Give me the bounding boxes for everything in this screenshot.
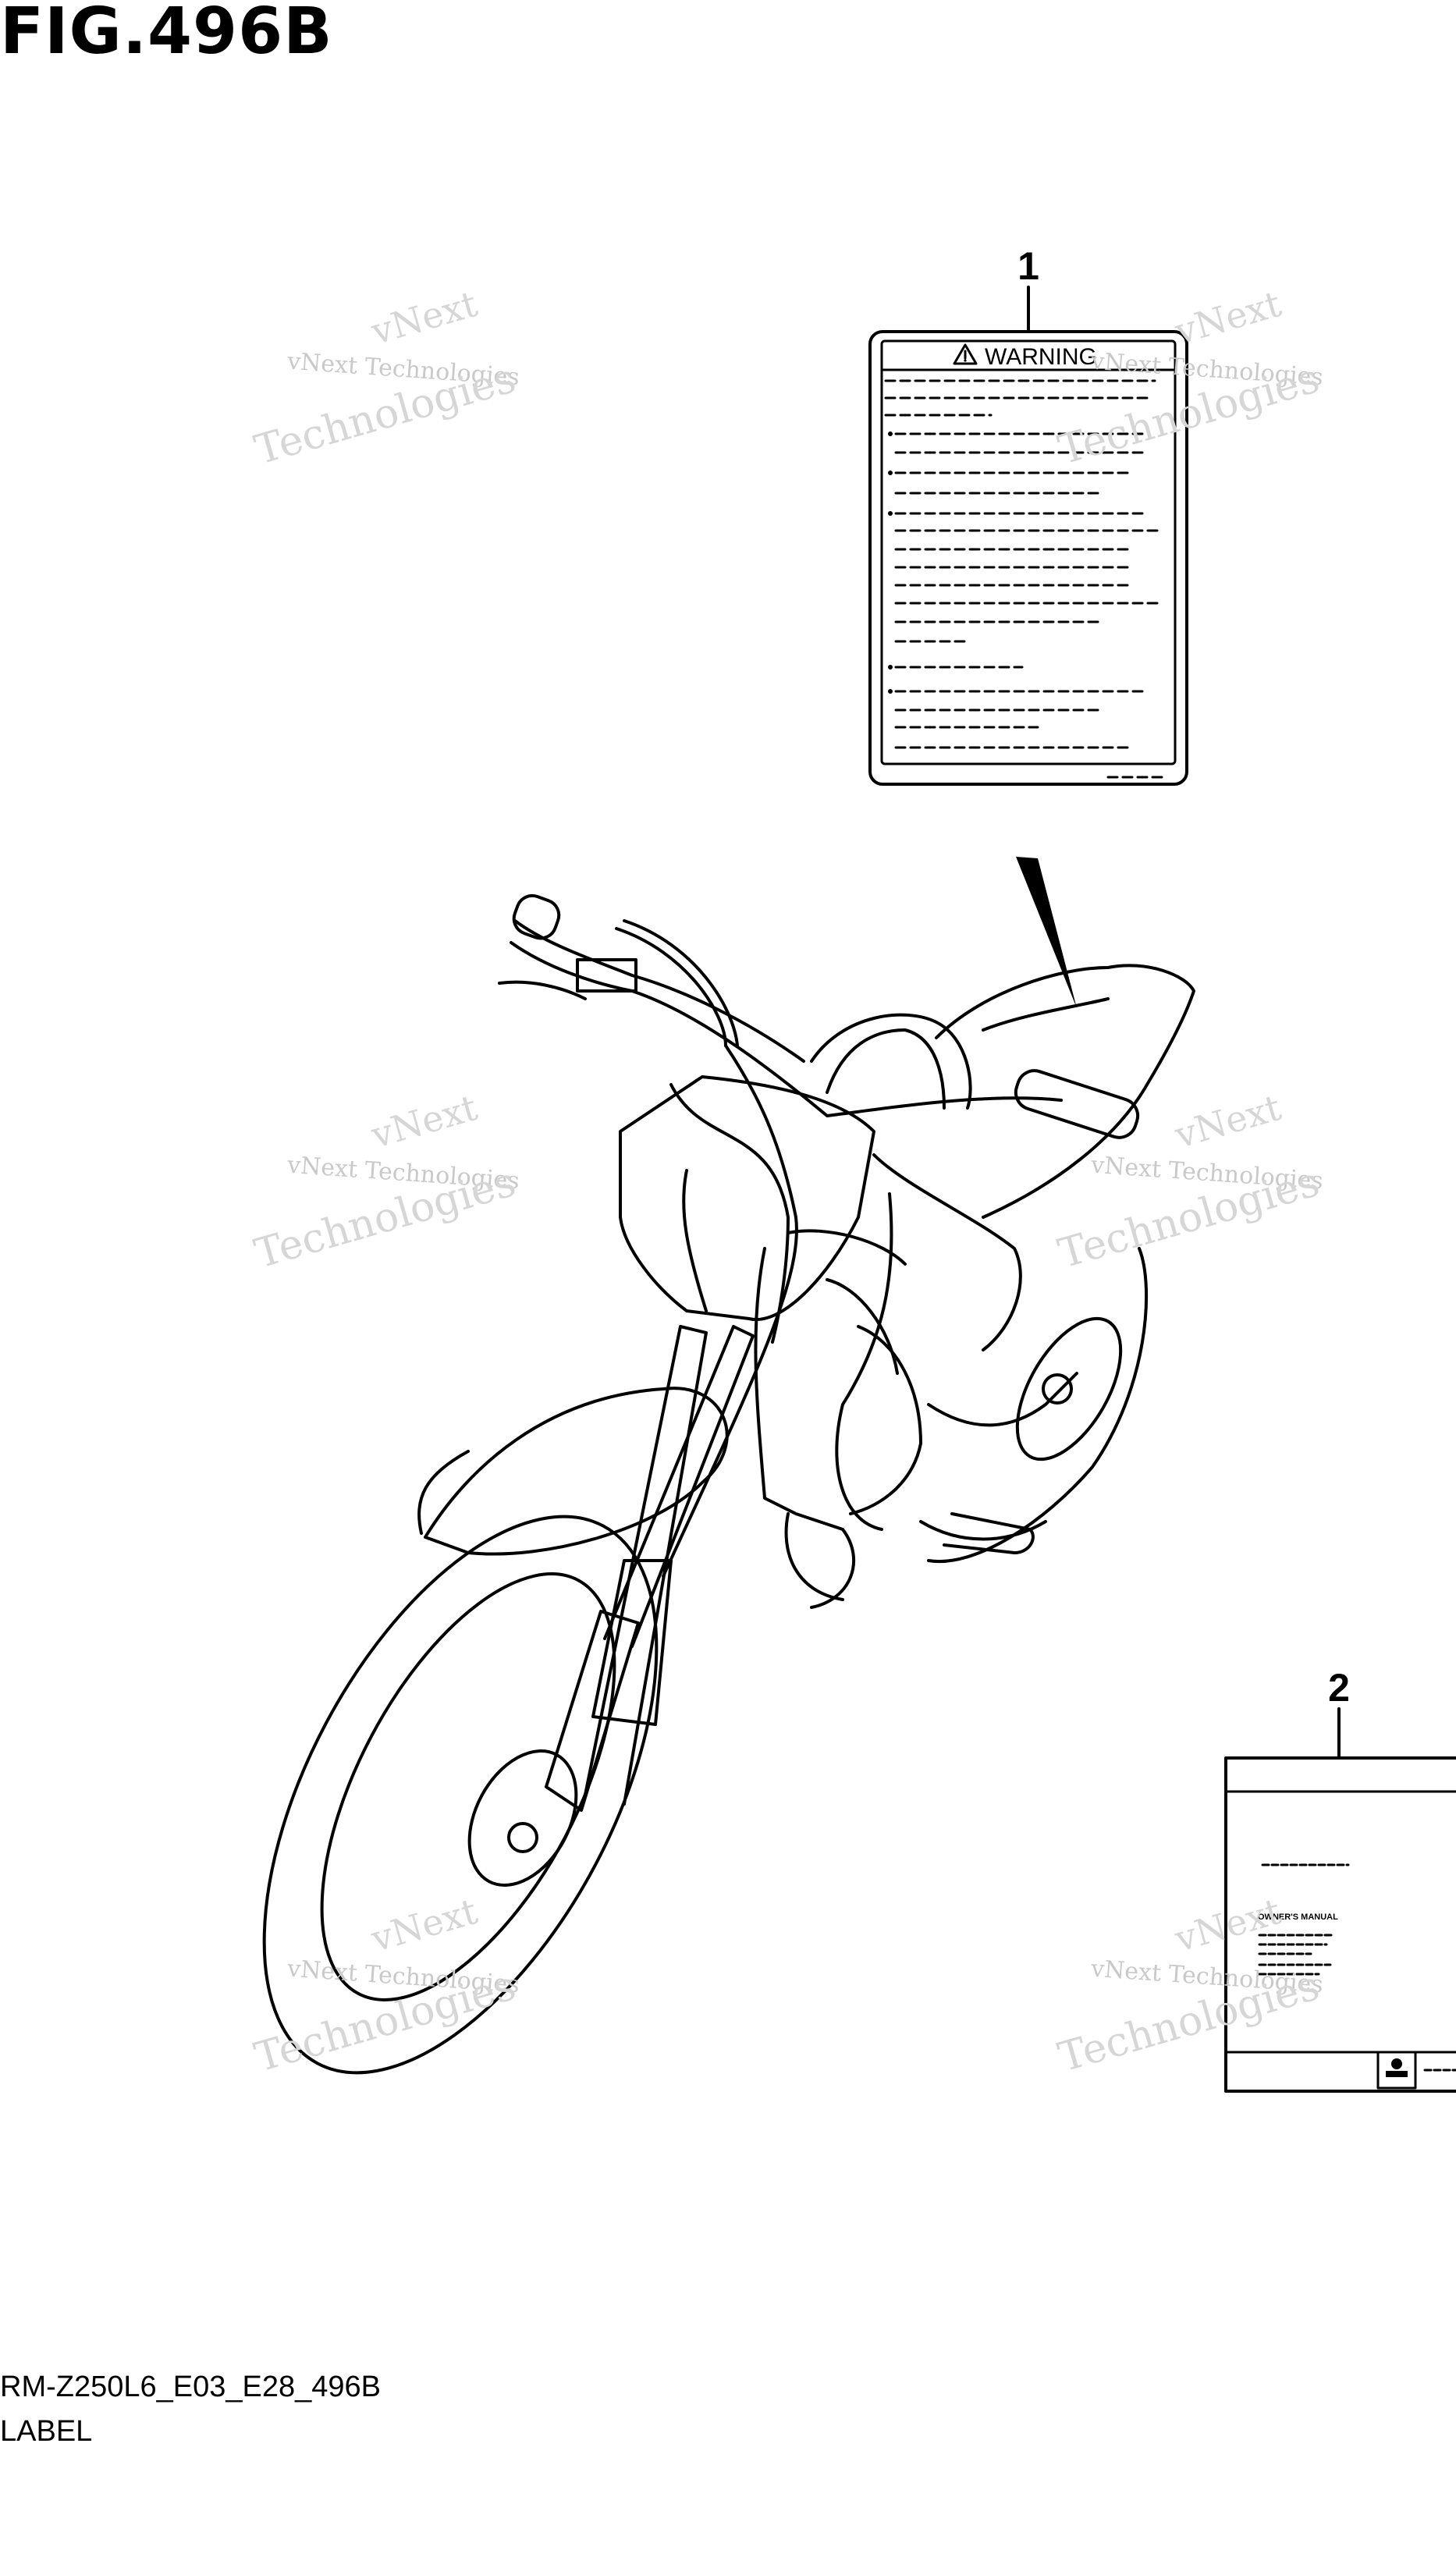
warning-label[interactable] [868,286,1188,786]
figure-code: RM-Z250L6_E03_E28_496B [0,2371,382,2403]
owners-manual[interactable] [1224,1707,1456,2093]
figure-title: FIG.496B [0,0,333,69]
figure-name: LABEL [0,2415,93,2448]
motorcycle-drawing [262,893,1195,2075]
warning-heading: WARNING [985,344,1097,370]
owners-manual-heading: OWNER'S MANUAL [1258,1912,1338,1922]
callout-1[interactable]: 1 [1017,244,1039,288]
warning-triangle-icon [953,343,978,365]
callout-2[interactable]: 2 [1328,1666,1350,1710]
label-text-lines [884,379,1168,779]
pointer-arrow [1016,857,1077,1008]
book-icon [1386,2058,1408,2077]
